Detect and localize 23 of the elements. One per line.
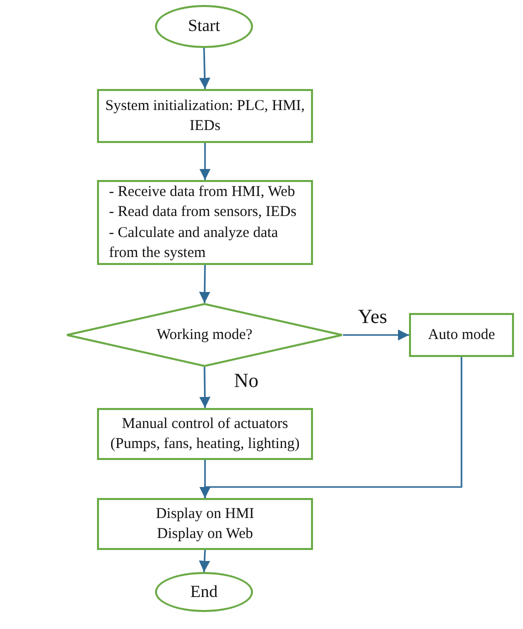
node-text: Working mode?: [156, 326, 252, 345]
node-text: End: [190, 580, 218, 603]
arrow: [198, 550, 210, 572]
node-text: - Calculate and analyze data from the system: [109, 224, 280, 263]
arrow: [199, 264, 210, 304]
arrow: [199, 357, 462, 498]
arrow: [199, 48, 210, 90]
process-box: [97, 89, 313, 143]
process-box: [409, 313, 514, 357]
node-text: System initialization: PLC, HMI, IEDs: [104, 96, 306, 136]
node-text: Start: [188, 15, 220, 38]
node-text: - Receive data from HMI, Web: [109, 183, 295, 202]
arrow: [199, 143, 211, 180]
node-text: Display on Web: [156, 525, 253, 544]
process-box: [97, 408, 313, 460]
node-text: Manual control of actuators (Pumps, fans, heating, lighting): [109, 414, 301, 454]
node-text: - Read data from sensors, IEDs: [109, 203, 296, 222]
process-box: [97, 498, 313, 550]
node-text: Display on HMI: [156, 504, 254, 524]
arrow: [199, 366, 210, 408]
arrow: [343, 329, 409, 341]
process-box: [97, 180, 313, 265]
node-text: Auto mode: [428, 326, 496, 345]
